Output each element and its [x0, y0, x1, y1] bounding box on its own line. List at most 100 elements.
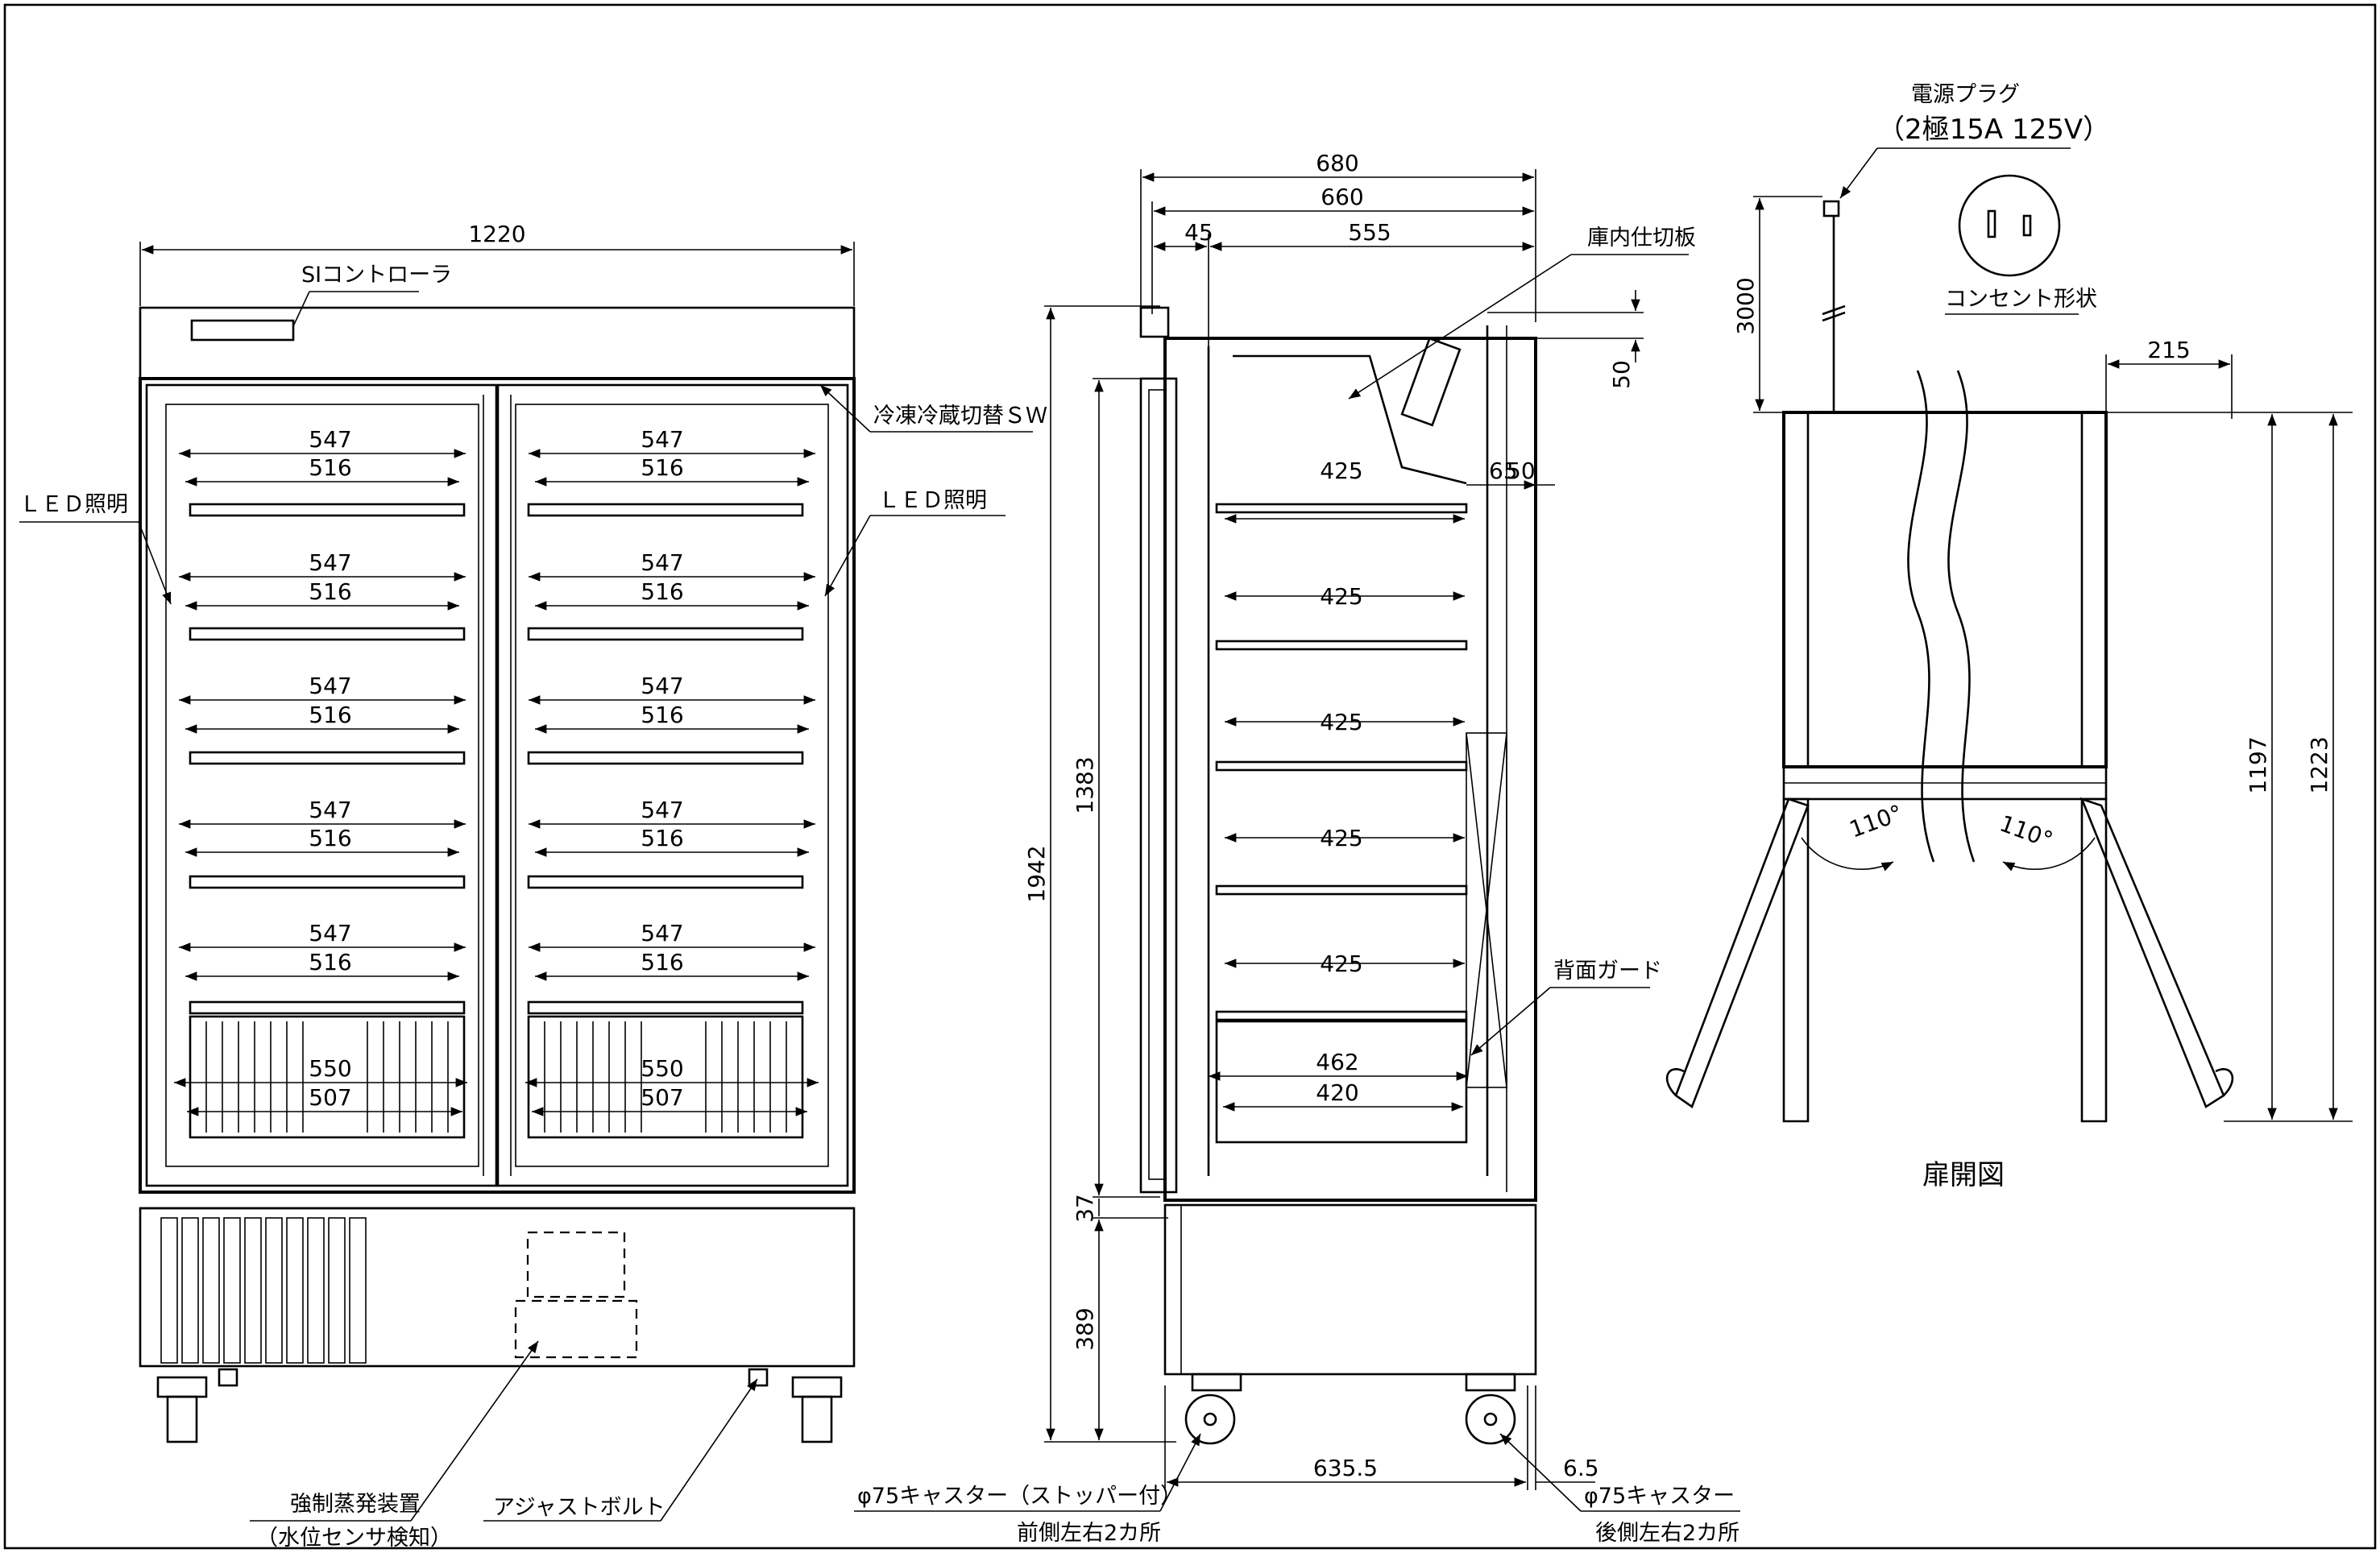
side-basket-outer: 462 [1316, 1049, 1358, 1075]
shelf-outer-dim: 547 [309, 920, 351, 946]
shelf-inner-dim: 516 [641, 825, 683, 851]
shelf-outer-dim: 547 [641, 673, 683, 699]
basket-inner-dim: 507 [641, 1084, 683, 1111]
shelf-inner-dim: 516 [309, 702, 351, 728]
side-casters [1184, 1373, 1516, 1445]
basket-outer-dim: 550 [641, 1055, 683, 1082]
break-line [1907, 370, 1935, 863]
shelf-inner-dim: 516 [641, 702, 683, 728]
side-shelf-depth: 425 [1320, 458, 1362, 484]
plug-rating: （2極15A 125V） [1877, 114, 2110, 146]
caster-rear-label: φ75キャスター [1584, 1484, 1735, 1509]
dim-215: 215 [2147, 337, 2190, 363]
shelf-bar [189, 875, 466, 889]
dim-1223: 1223 [2306, 736, 2332, 793]
adjust-bolt-label: アジャストボルト [493, 1495, 665, 1520]
basket-outer-dim: 550 [309, 1055, 351, 1082]
machine-compartment [139, 1207, 856, 1368]
front-shelves: 547 547 516 516 547 547 516 516 [179, 426, 815, 1015]
basket-inner-dim: 507 [309, 1084, 351, 1111]
shelf-row-4: 547 547 516 516 [179, 797, 815, 889]
dim-660: 660 [1321, 184, 1363, 210]
dim-555: 555 [1348, 219, 1391, 246]
shelf-row-2: 547 547 516 516 [179, 549, 815, 641]
open-doors [1665, 797, 2234, 1123]
side-shelf-depth: 425 [1320, 950, 1362, 977]
side-shelf-depth: 425 [1320, 709, 1362, 735]
shelf-outer-dim: 547 [309, 549, 351, 576]
caster-front-label: φ75キャスター（ストッパー付） [857, 1484, 1182, 1509]
evaporator-label: 強制蒸発装置 [290, 1492, 421, 1517]
basket-right [527, 1015, 804, 1139]
shelf-bar [527, 503, 804, 517]
left-door [145, 383, 498, 1187]
shelf-inner-dim: 516 [309, 825, 351, 851]
side-basket-inner: 420 [1316, 1079, 1358, 1106]
shelf-outer-dim: 547 [309, 797, 351, 823]
led-right-label: ＬＥＤ照明 [878, 488, 987, 513]
side-view: 680 660 45 555 1942 1383 37 389 50 [854, 150, 1740, 1546]
shelf-outer-dim: 547 [641, 797, 683, 823]
shelf-bar [527, 1000, 804, 1015]
shelf-bar [189, 751, 466, 765]
front-cabinet [139, 377, 856, 1194]
dim-3000: 3000 [1732, 277, 1759, 334]
front-casters [156, 1368, 843, 1443]
dim-65: 65 [1489, 458, 1518, 484]
plug-label: 電源プラグ [1911, 82, 2020, 107]
switch-label: 冷凍冷蔵切替ＳＷ [873, 404, 1047, 429]
shelf-row-3: 547 547 516 516 [179, 673, 815, 765]
dim-680: 680 [1316, 150, 1358, 176]
shelf-bar [527, 875, 804, 889]
dim-6-5: 6.5 [1563, 1455, 1599, 1481]
shelf-bar [189, 1000, 466, 1015]
shelf-outer-dim: 547 [641, 426, 683, 453]
angle-right: 110° [1996, 810, 2057, 854]
shelf-inner-dim: 516 [641, 949, 683, 975]
shelf-bar [527, 751, 804, 765]
evaporator-sublabel: （水位センサ検知） [256, 1526, 452, 1551]
front-baskets: 550 550 507 507 [174, 1015, 819, 1139]
dim-1383: 1383 [1072, 756, 1098, 814]
led-left-label: ＬＥＤ照明 [19, 492, 128, 517]
controller-label: SIコントローラ [301, 263, 452, 288]
dim-389: 389 [1072, 1307, 1098, 1350]
top-cabinet [1782, 411, 2108, 768]
shelf-bar [189, 627, 466, 641]
caster-front-sublabel: 前側左右2カ所 [1017, 1521, 1161, 1546]
sheet-border [3, 3, 2377, 1550]
side-shelf-depth: 425 [1320, 825, 1362, 851]
outlet-label: コンセント形状 [1945, 287, 2097, 312]
dim-50-right: 50 [1507, 458, 1536, 484]
side-base [1163, 1203, 1537, 1376]
basket-left [189, 1015, 466, 1139]
shelf-inner-dim: 516 [309, 949, 351, 975]
shelf-bar [527, 627, 804, 641]
dim-1197: 1197 [2245, 736, 2271, 793]
controller-display [190, 319, 295, 342]
outlet-shape [1958, 174, 2061, 277]
side-door [1139, 377, 1178, 1194]
evaporator-lower [514, 1299, 638, 1359]
side-shelves: 425 425 425 425 425 [1215, 458, 1468, 1021]
dim-50-top: 50 [1608, 360, 1635, 389]
shelf-row-1: 547 547 516 516 [179, 426, 815, 517]
vent-grille [160, 1217, 367, 1364]
dim-45: 45 [1184, 219, 1213, 246]
right-door [496, 383, 849, 1187]
dim-635-5: 635.5 [1313, 1455, 1378, 1481]
caster-rear-sublabel: 後側左右2カ所 [1595, 1521, 1739, 1546]
shelf-inner-dim: 516 [309, 578, 351, 605]
front-width-label: 1220 [468, 221, 525, 247]
partition-plate [1233, 354, 1467, 485]
shelf-outer-dim: 547 [641, 920, 683, 946]
dim-37: 37 [1072, 1194, 1098, 1223]
shelf-inner-dim: 516 [641, 578, 683, 605]
shelf-inner-dim: 516 [309, 454, 351, 481]
angle-left: 110° [1846, 799, 1906, 843]
shelf-row-5: 547 547 516 516 [179, 920, 815, 1015]
evaporator-upper [526, 1231, 626, 1298]
dim-1942: 1942 [1023, 845, 1050, 902]
